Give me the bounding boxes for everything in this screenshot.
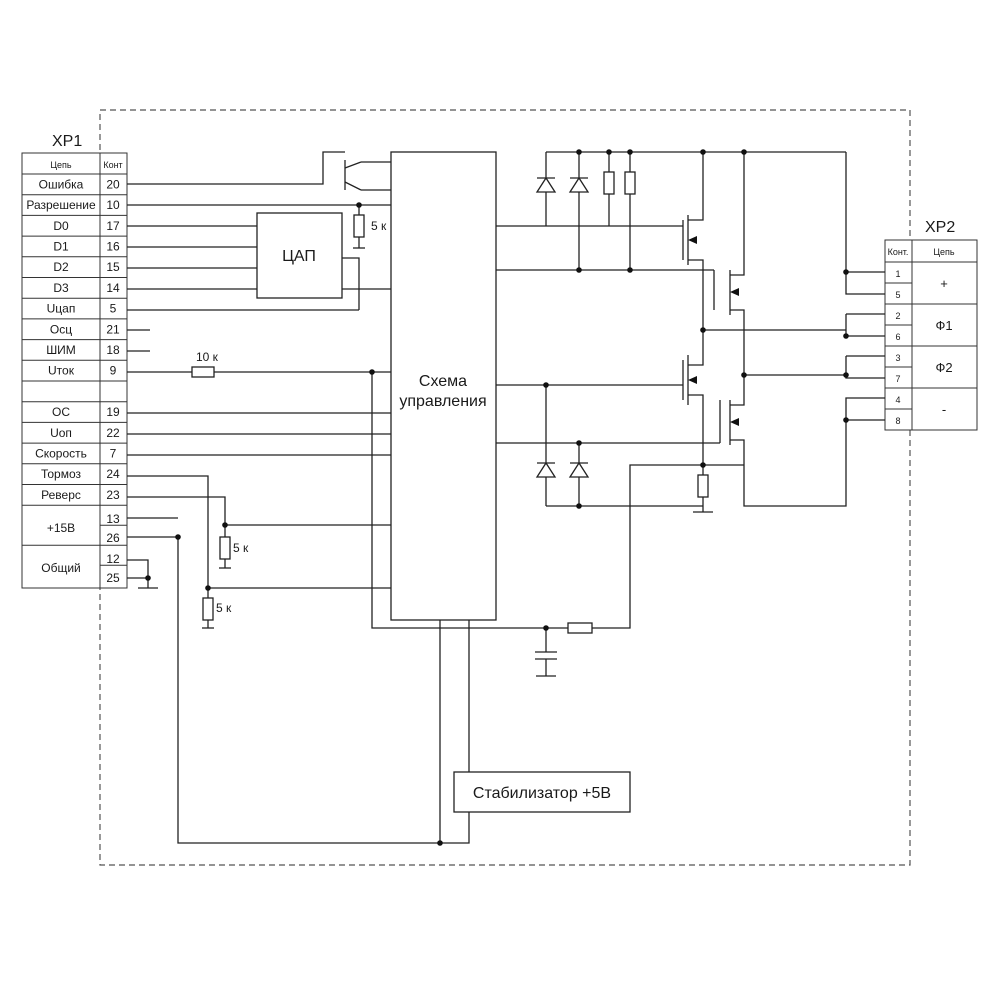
xp1-row-name: Ошибка [39, 177, 84, 191]
dac-label: ЦАП [282, 248, 316, 265]
xp1-row-pin: 16 [106, 239, 120, 253]
xp1-common-pin-a: 12 [106, 552, 120, 566]
xp1-row-name: Uток [48, 364, 75, 378]
xp1-row-pin: 19 [106, 405, 120, 419]
resistor-reverse-label: 5 к [233, 541, 249, 555]
xp1-row-name: D1 [53, 239, 69, 253]
device-boundary [99, 109, 911, 866]
xp2-pin: 4 [895, 395, 900, 405]
xp2-pin: 8 [895, 416, 900, 426]
xp2-circuit-name: + [940, 276, 948, 291]
resistor-brake-label: 5 к [216, 601, 232, 615]
resistor-enable-5k: 5 к [353, 205, 387, 249]
xp2-table [884, 239, 978, 431]
control-circuit-block [390, 151, 497, 621]
control-circuit-label-2: управления [399, 393, 486, 410]
resistor-itok-label: 10 к [196, 350, 219, 364]
xp1-row-pin: 9 [110, 364, 117, 378]
xp1-row-pin: 23 [106, 488, 120, 502]
xp1-row-name: Реверс [41, 488, 81, 502]
xp1-header-circuit: Цепь [50, 160, 72, 170]
xp1-p15-name: +15В [47, 521, 75, 535]
xp1-row-pin: 18 [106, 343, 120, 357]
xp1-row-name: ШИМ [46, 343, 76, 357]
xp2-circuit-name: - [942, 402, 946, 417]
resistor-brake-5k: 5 к [202, 588, 232, 629]
xp2-header-circuit: Цепь [933, 247, 955, 257]
xp1-row-pin: 21 [106, 322, 120, 336]
xp2-pin: 3 [895, 353, 900, 363]
xp1-p15-pin-b: 26 [106, 531, 120, 545]
xp2-circuit-name: Ф1 [935, 318, 952, 333]
xp1-row-pin: 20 [106, 177, 120, 191]
left-wiring [127, 151, 546, 844]
dac-block [256, 212, 343, 299]
xp2-pin: 1 [895, 269, 900, 279]
xp1-row-pin: 10 [106, 198, 120, 212]
xp1-row-name: Тормоз [41, 467, 82, 481]
xp1-row-pin: 24 [106, 467, 120, 481]
xp1-row-pin: 17 [106, 219, 120, 233]
xp1-row-name: Uоп [50, 426, 72, 440]
xp1-common-name: Общий [41, 561, 81, 575]
xp1-common-pin-b: 25 [106, 571, 120, 585]
resistor-reverse-5k: 5 к [219, 525, 249, 569]
junction-dots [145, 149, 849, 846]
xp1-row-name: Осц [50, 322, 72, 336]
xp2-pin: 5 [895, 290, 900, 300]
xp1-row-pin: 14 [106, 281, 120, 295]
xp1-p15-pin-a: 13 [106, 512, 120, 526]
xp2-pin: 2 [895, 311, 900, 321]
resistor-itok-10k: 10 к [191, 350, 219, 378]
xp1-table [21, 152, 128, 589]
stabilizer-label: Стабилизатор +5В [473, 785, 611, 802]
xp1-row-name: Скорость [35, 446, 87, 460]
xp1-row-name: D2 [53, 260, 69, 274]
xp1-row-name: Uцап [47, 302, 76, 316]
bridge-wiring [496, 151, 885, 629]
xp2-connector: XP2 Конт. Цепь 1 5 +2 6 Ф1 3 7 Ф2 4 8 - [884, 219, 978, 431]
xp1-row-pin: 5 [110, 302, 117, 316]
error-output-transistor [344, 160, 391, 191]
xp2-circuit-name: Ф2 [935, 360, 952, 375]
xp2-title: XP2 [925, 219, 955, 236]
control-circuit-label-1: Схема [419, 373, 467, 390]
bridge-transistors [682, 215, 739, 445]
xp2-pin: 7 [895, 374, 900, 384]
xp1-row-name: ОС [52, 405, 70, 419]
xp2-pin: 6 [895, 332, 900, 342]
xp1-row-pin: 15 [106, 260, 120, 274]
xp1-title: XP1 [52, 133, 82, 150]
xp2-header-pin: Конт. [888, 247, 909, 257]
xp1-row-name: D3 [53, 281, 69, 295]
stabilizer-block [453, 771, 631, 813]
xp1-row-name: Разрешение [26, 198, 96, 212]
xp1-row-pin: 7 [110, 446, 117, 460]
resistor-enable-label: 5 к [371, 219, 387, 233]
xp1-row-pin: 22 [106, 426, 120, 440]
bridge-diodes [535, 176, 590, 478]
dac-output-wire [342, 257, 360, 310]
filter-capacitor [535, 628, 557, 677]
xp1-header-pin: Конт [103, 160, 122, 170]
xp1-row-name: D0 [53, 219, 69, 233]
bridge-resistors [567, 171, 709, 634]
